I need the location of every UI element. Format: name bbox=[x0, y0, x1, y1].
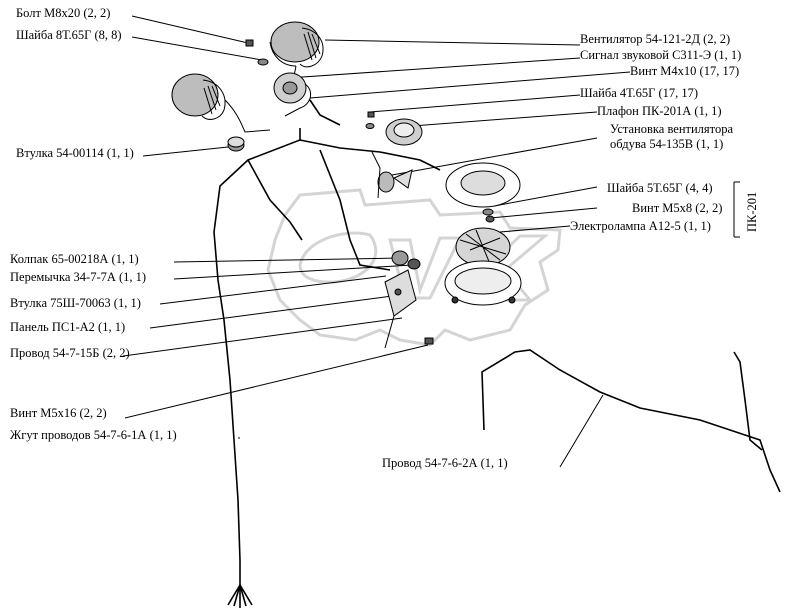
label-cap-65-00218a: Колпак 65-00218А (1, 1) bbox=[10, 252, 139, 266]
label-panel-ps1-a2: Панель ПС1-А2 (1, 1) bbox=[10, 320, 126, 334]
label-bushing-75sh: Втулка 75Ш-70063 (1, 1) bbox=[10, 296, 141, 310]
label-group-pk201: ПК-201 bbox=[745, 191, 759, 232]
label-washer-8t65g: Шайба 8Т.65Г (8, 8) bbox=[16, 28, 122, 42]
label-washer-5t65g: Шайба 5Т.65Г (4, 4) bbox=[607, 181, 713, 195]
label-wire-54-7-6-2a: Провод 54-7-6-2А (1, 1) bbox=[382, 456, 508, 470]
label-screw-m4x10: Винт М4х10 (17, 17) bbox=[630, 64, 740, 78]
leader-lines-left bbox=[122, 15, 429, 439]
label-jumper-34-7-7a: Перемычка 34-7-7А (1, 1) bbox=[10, 270, 147, 284]
wire-harness bbox=[213, 99, 441, 608]
label-bolt-m8x20: Болт М8х20 (2, 2) bbox=[16, 6, 111, 20]
label-harness-54-7-6-1a: Жгут проводов 54-7-6-1А (1, 1) bbox=[10, 428, 177, 442]
label-bulb-a12-5: Электролампа А12-5 (1, 1) bbox=[570, 219, 711, 233]
small-hardware bbox=[245, 39, 495, 345]
panel-assembly bbox=[384, 250, 421, 349]
label-bushing-54-00114: Втулка 54-00114 (1, 1) bbox=[16, 146, 134, 160]
label-fan-unit-line1: Установка вентилятора bbox=[610, 122, 734, 136]
label-screw-m5x16: Винт М5х16 (2, 2) bbox=[10, 406, 107, 420]
fan-unit bbox=[371, 151, 413, 199]
leader-lines-right bbox=[287, 39, 740, 468]
wire-54-7-6-2a bbox=[481, 349, 781, 493]
label-wire-54-7-15b: Провод 54-7-15Б (2, 2) bbox=[10, 346, 130, 360]
fan-front bbox=[269, 21, 324, 97]
label-fan-unit-line2: обдува 54-135В (1, 1) bbox=[610, 137, 724, 151]
fan-rear bbox=[171, 73, 271, 133]
label-horn-signal: Сигнал звуковой С311-Э (1, 1) bbox=[580, 48, 742, 62]
ceiling-lamp bbox=[385, 118, 522, 306]
bushing-part bbox=[227, 136, 245, 152]
label-lamp-pk201a: Плафон ПК-201А (1, 1) bbox=[597, 104, 722, 118]
horn-signal bbox=[273, 72, 312, 117]
label-screw-m5x8: Винт М5х8 (2, 2) bbox=[632, 201, 723, 215]
label-fan-54-121-2d: Вентилятор 54-121-2Д (2, 2) bbox=[580, 32, 731, 46]
label-washer-4t65g: Шайба 4Т.65Г (17, 17) bbox=[580, 86, 699, 100]
